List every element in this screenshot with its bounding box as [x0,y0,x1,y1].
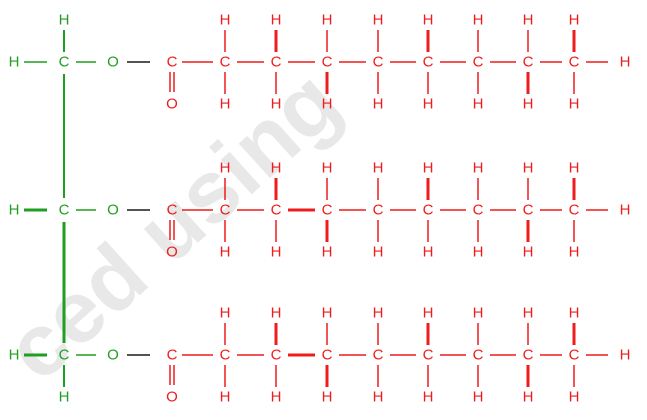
ester-oxygen: O [107,347,119,364]
watermark-text: ced using [0,51,358,399]
chain-hydrogen: H [322,389,333,406]
chain-carbon: C [373,54,384,71]
chain-carbon: C [473,347,484,364]
chain-hydrogen: H [271,160,282,177]
glycerol-hydrogen: H [9,347,20,364]
chain-hydrogen: H [523,160,534,177]
chain-hydrogen: H [423,12,434,29]
chain-hydrogen: H [322,160,333,177]
chain-hydrogen: H [473,160,484,177]
chain-hydrogen: H [423,389,434,406]
chain-carbon: C [473,54,484,71]
chain-carbon: C [423,202,434,219]
ester-oxygen: O [107,54,119,71]
chain-hydrogen: H [220,12,231,29]
chain-hydrogen: H [473,389,484,406]
chain-carbon: C [220,202,231,219]
bond-lines [24,30,608,387]
glycerol-carbon: C [59,202,70,219]
chain-carbon: C [523,54,534,71]
chain-carbon: C [423,347,434,364]
chain-hydrogen: H [473,12,484,29]
glycerol-hydrogen: H [59,389,70,406]
chain-hydrogen: H [569,96,580,113]
chain-hydrogen: H [423,160,434,177]
chain-hydrogen: H [373,96,384,113]
chain-hydrogen: H [271,389,282,406]
glycerol-hydrogen: H [9,202,20,219]
chain-carbon: C [569,347,580,364]
chain-hydrogen: H [523,244,534,261]
chain-carbon: C [423,54,434,71]
chain-hydrogen: H [322,244,333,261]
glycerol-carbon: C [59,54,70,71]
carbonyl-carbon: C [167,54,178,71]
chain-hydrogen: H [271,96,282,113]
chain-carbon: C [271,347,282,364]
chain-hydrogen: H [373,12,384,29]
chain-carbon: C [322,54,333,71]
chain-hydrogen: H [322,305,333,322]
chain-hydrogen: H [569,244,580,261]
chain-hydrogen: H [271,12,282,29]
chain-carbon: C [523,202,534,219]
chain-carbon: C [569,54,580,71]
chain-hydrogen: H [569,12,580,29]
carbonyl-oxygen: O [166,244,178,261]
chain-carbon: C [569,202,580,219]
terminal-hydrogen: H [620,347,631,364]
chain-hydrogen: H [220,96,231,113]
chain-hydrogen: H [373,244,384,261]
chain-hydrogen: H [473,244,484,261]
chain-carbon: C [322,347,333,364]
chain-hydrogen: H [569,305,580,322]
chain-hydrogen: H [569,160,580,177]
ester-oxygen: O [107,202,119,219]
chain-carbon: C [523,347,534,364]
carbonyl-carbon: C [167,202,178,219]
chain-hydrogen: H [220,305,231,322]
chain-hydrogen: H [373,389,384,406]
carbonyl-carbon: C [167,347,178,364]
chain-carbon: C [271,54,282,71]
carbonyl-oxygen: O [166,96,178,113]
chain-hydrogen: H [322,96,333,113]
chain-hydrogen: H [373,305,384,322]
carbonyl-oxygen: O [166,389,178,406]
chain-hydrogen: H [271,305,282,322]
atom-labels: H H H C O C O C H H C H H C H H C H H C H H C H H C H H C H H H H C O C O C H H… [9,12,631,406]
chain-hydrogen: H [523,389,534,406]
glycerol-carbon: C [59,347,70,364]
terminal-hydrogen: H [620,202,631,219]
chain-carbon: C [220,347,231,364]
terminal-hydrogen: H [620,54,631,71]
chain-hydrogen: H [271,244,282,261]
chain-hydrogen: H [569,389,580,406]
chain-carbon: C [322,202,333,219]
chain-hydrogen: H [220,389,231,406]
chain-hydrogen: H [220,160,231,177]
chain-hydrogen: H [322,12,333,29]
chain-carbon: C [373,347,384,364]
chain-carbon: C [473,202,484,219]
chain-hydrogen: H [523,12,534,29]
chain-hydrogen: H [523,305,534,322]
glycerol-hydrogen: H [9,54,20,71]
chain-hydrogen: H [423,305,434,322]
glycerol-hydrogen: H [59,12,70,29]
chain-hydrogen: H [473,96,484,113]
chain-carbon: C [220,54,231,71]
chain-hydrogen: H [373,160,384,177]
chain-hydrogen: H [423,244,434,261]
chain-hydrogen: H [220,244,231,261]
watermark: ced using [0,51,358,399]
chain-hydrogen: H [473,305,484,322]
chain-carbon: C [373,202,384,219]
chain-hydrogen: H [523,96,534,113]
chain-carbon: C [271,202,282,219]
chain-hydrogen: H [423,96,434,113]
